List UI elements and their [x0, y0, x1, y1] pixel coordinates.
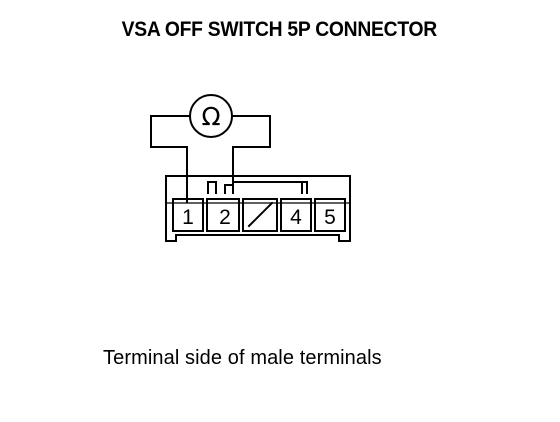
blocked-cavity-slash-icon — [247, 201, 274, 228]
housing-outline — [165, 175, 351, 242]
terminal-label-1: 1 — [182, 206, 194, 229]
connector-housing — [165, 175, 351, 242]
guide-rib — [232, 181, 308, 194]
terminal-cavity-3-blank — [242, 198, 278, 232]
probe-lead-terminal-2 — [224, 115, 271, 194]
view-caption: Terminal side of male terminals — [103, 347, 382, 369]
probe-lead-terminal-1 — [150, 115, 191, 203]
locking-tab — [207, 181, 217, 194]
terminal-cavity-2 — [206, 198, 240, 232]
ohmmeter — [150, 94, 271, 203]
terminal-label-2: 2 — [219, 206, 231, 229]
terminal-cavity-1 — [172, 198, 204, 232]
diagram-title: VSA OFF SWITCH 5P CONNECTOR — [121, 18, 438, 41]
ohm-symbol: Ω — [201, 102, 220, 131]
terminal-label-4: 4 — [290, 206, 302, 229]
terminal-label-5: 5 — [324, 206, 336, 229]
terminal-cavity-5 — [314, 198, 346, 232]
terminal-cavity-4 — [280, 198, 312, 232]
terminal-row — [172, 198, 346, 232]
